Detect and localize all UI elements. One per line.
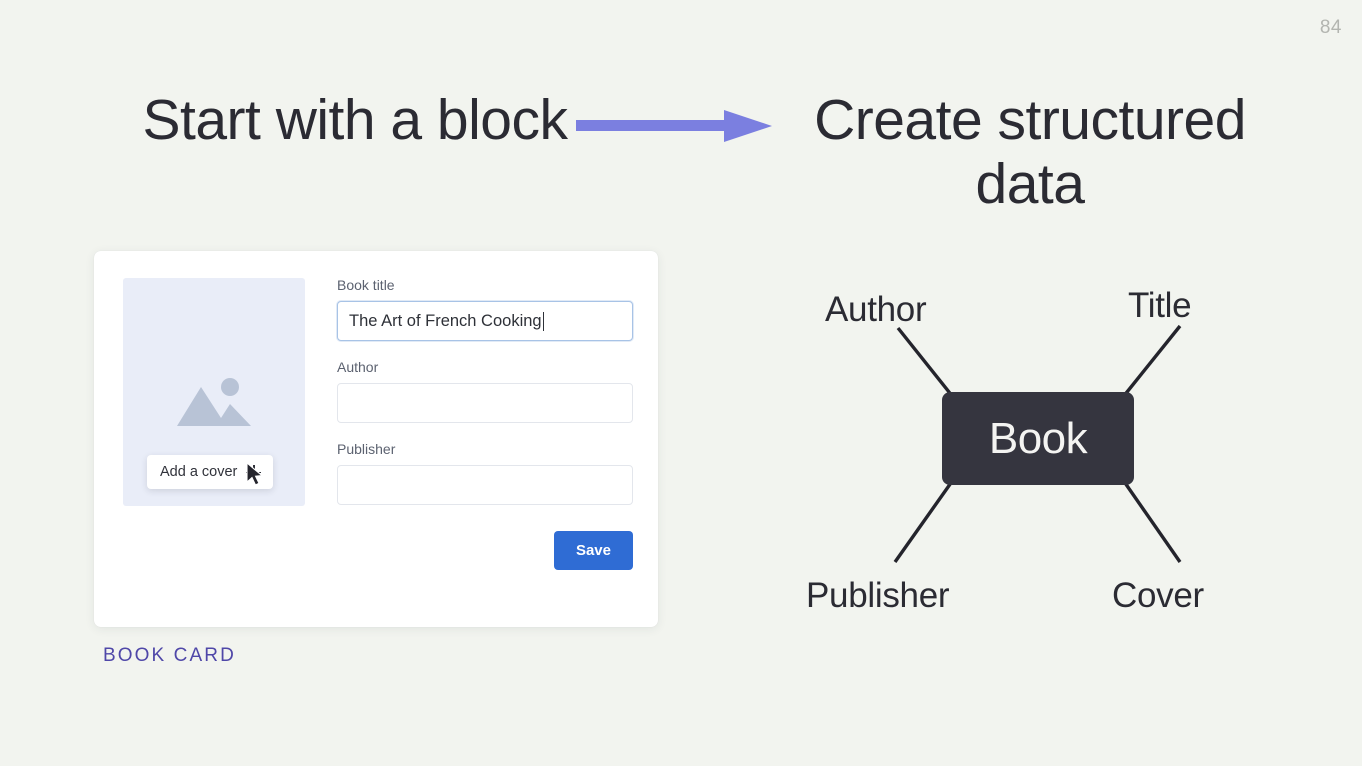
text-caret [542, 311, 544, 331]
book-title-input[interactable]: The Art of French Cooking [337, 301, 633, 341]
publisher-input[interactable] [337, 465, 633, 505]
form-actions: Save [337, 531, 633, 570]
book-card: Add a cover Book title The Art of French… [94, 251, 658, 627]
image-placeholder-icon [175, 374, 253, 434]
left-heading: Start with a block [142, 88, 568, 152]
book-title-label: Book title [337, 277, 395, 293]
attribute-label-publisher: Publisher [806, 576, 950, 615]
author-input[interactable] [337, 383, 633, 423]
add-cover-button[interactable]: Add a cover [147, 455, 274, 489]
attribute-label-title: Title [1128, 286, 1192, 325]
save-button[interactable]: Save [553, 531, 633, 570]
right-heading: Create structured data [814, 88, 1246, 216]
book-title-value: The Art of French Cooking [349, 311, 542, 330]
plus-icon [246, 464, 262, 480]
publisher-label: Publisher [337, 441, 396, 457]
add-cover-label: Add a cover [160, 464, 238, 480]
attribute-label-author: Author [825, 290, 927, 329]
right-arrow-icon [576, 108, 772, 144]
book-node: Book [942, 392, 1134, 485]
attribute-label-cover: Cover [1112, 576, 1204, 615]
field-author: Author [337, 360, 633, 423]
field-publisher: Publisher [337, 442, 633, 505]
book-form: Book title The Art of French Cooking Aut… [337, 278, 633, 570]
structured-data-diagram: Book Author Title Publisher Cover [780, 275, 1260, 635]
book-card-caption: BOOK CARD [103, 645, 236, 666]
cover-placeholder[interactable]: Add a cover [123, 278, 305, 506]
field-book-title: Book title The Art of French Cooking [337, 278, 633, 341]
author-label: Author [337, 359, 379, 375]
book-node-label: Book [988, 413, 1088, 463]
page-number: 84 [1319, 17, 1342, 38]
